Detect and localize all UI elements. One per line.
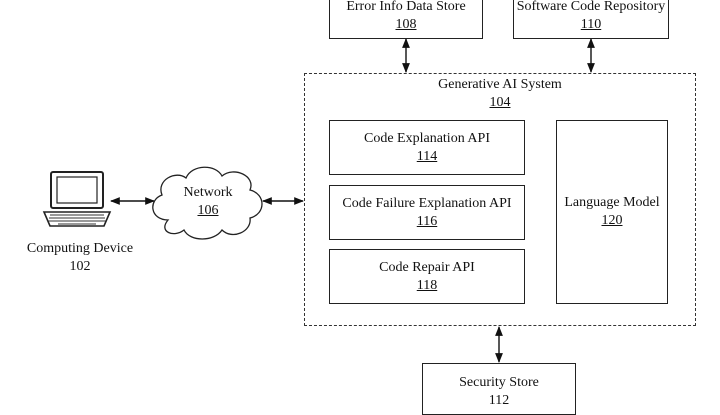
computing-device-ref: 102: [69, 259, 91, 274]
network-label: Network 106: [168, 184, 248, 220]
computing-device-label: Computing Device 102: [10, 240, 150, 276]
error-info-data-store-box: Error Info Data Store 108: [329, 0, 483, 39]
network-name: Network: [183, 185, 233, 200]
gen-ai-name: Generative AI System: [438, 77, 562, 92]
code-expl-ref: 114: [416, 148, 438, 164]
failure-expl-ref: 116: [416, 213, 438, 229]
diagram-canvas: Error Info Data Store 108 Software Code …: [10, 0, 696, 415]
security-store-ref: 112: [488, 393, 510, 408]
code-expl-name: Code Explanation API: [364, 130, 490, 146]
diagram-connectors: [42, 38, 595, 363]
generative-ai-system-container: [304, 73, 696, 326]
laptop-icon: [42, 171, 112, 227]
network-cloud-icon: [152, 166, 263, 240]
code-repo-ref: 110: [580, 16, 602, 32]
error-store-name: Error Info Data Store: [346, 0, 466, 14]
code-explanation-api-box: Code Explanation API 114: [329, 120, 525, 175]
repair-ref: 118: [416, 277, 438, 293]
error-store-ref: 108: [395, 16, 417, 32]
code-repair-api-box: Code Repair API 118: [329, 249, 525, 304]
gen-ai-title: Generative AI System 104: [400, 76, 600, 112]
software-code-repository-box: Software Code Repository 110: [513, 0, 669, 39]
security-store-box: Security Store 112: [422, 363, 576, 415]
network-ref: 106: [197, 203, 219, 218]
computing-device-name: Computing Device: [26, 241, 134, 256]
code-repo-name: Software Code Repository: [516, 0, 666, 14]
security-store-name: Security Store: [459, 375, 539, 390]
code-failure-explanation-api-box: Code Failure Explanation API 116: [329, 185, 525, 240]
repair-name: Code Repair API: [379, 259, 475, 275]
language-model-box: Language Model 120: [556, 120, 668, 304]
gen-ai-ref: 104: [489, 95, 511, 110]
failure-expl-name: Code Failure Explanation API: [342, 195, 512, 211]
language-model-name: Language Model: [564, 195, 660, 210]
language-model-ref: 120: [601, 213, 623, 228]
